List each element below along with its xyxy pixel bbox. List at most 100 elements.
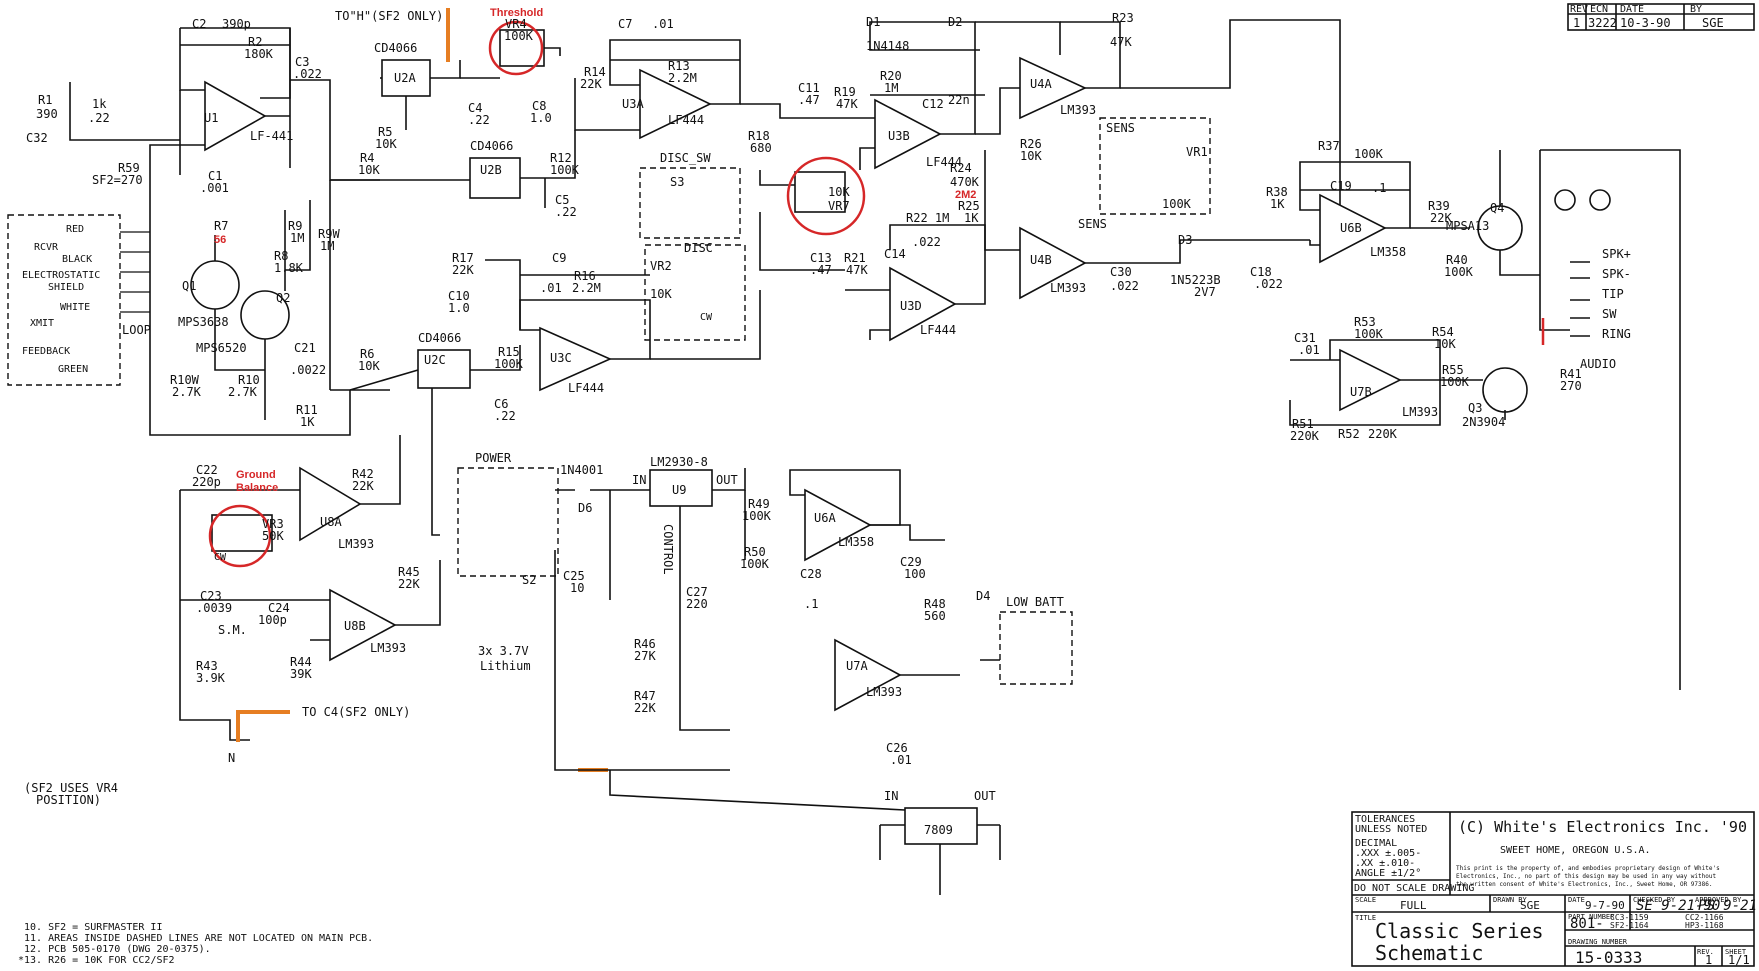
r53-value: 100K	[1354, 327, 1384, 341]
audio-spk-plus: SPK+	[1602, 247, 1631, 261]
c11-value: .47	[798, 93, 820, 107]
vr4-label: VR4	[505, 17, 527, 31]
regulator-in: IN	[884, 789, 898, 803]
checked-label: CHECKED BY	[1633, 896, 1676, 904]
c22-label: C22	[196, 463, 218, 477]
c14-value: .022	[912, 235, 941, 249]
r1k-value: 1k	[92, 97, 107, 111]
c26-value: .01	[890, 753, 912, 767]
r46-label: R46	[634, 637, 656, 651]
tol-line-3: DECIMAL	[1355, 838, 1397, 849]
part-code-4: HP3-1168	[1685, 921, 1724, 930]
r41-value: 270	[1560, 379, 1582, 393]
audio-label: AUDIO	[1580, 357, 1616, 371]
r49-value: 100K	[742, 509, 772, 523]
r9-label: R9	[288, 219, 302, 233]
r55-value: 100K	[1440, 375, 1470, 389]
r25-label: R25	[958, 199, 980, 213]
c31-label: C31	[1294, 331, 1316, 345]
q4-type: MPSA13	[1446, 219, 1489, 233]
u2b-label: U2B	[480, 163, 502, 177]
r19-value: 47K	[836, 97, 858, 111]
rev-header-ecn: ECN	[1590, 4, 1608, 15]
q1-type: MPS3638	[178, 315, 229, 329]
vr3-value: 50K	[262, 529, 284, 543]
r49-label: R49	[748, 497, 770, 511]
r52-label: R52	[1338, 427, 1360, 441]
r43-label: R43	[196, 659, 218, 673]
r24-label: R24	[950, 161, 972, 175]
c29-label: C29	[900, 555, 922, 569]
company-location: SWEET HOME, OREGON U.S.A.	[1500, 845, 1651, 856]
r59-label: R59	[118, 161, 140, 175]
c13-label: C13	[810, 251, 832, 265]
r10w-label: R10W	[170, 373, 200, 387]
disc-label: DISC	[684, 241, 713, 255]
note-10: 10. SF2 = SURFMASTER II	[24, 922, 162, 933]
u7a-label: U7A	[846, 659, 868, 673]
r25-value: 1K	[964, 211, 979, 225]
u3c-label: U3C	[550, 351, 572, 365]
battery-spec: 3x 3.7V	[478, 644, 529, 658]
ground-annotation: Ground	[236, 469, 276, 481]
r50-label: R50	[744, 545, 766, 559]
approved-value: PS 9-21-90	[1698, 898, 1759, 914]
power-label: POWER	[475, 451, 512, 465]
r6-value: 10K	[358, 359, 380, 373]
c18-label: C18	[1250, 265, 1272, 279]
note-11: 11. AREAS INSIDE DASHED LINES ARE NOT LO…	[24, 933, 373, 944]
c12-label: C12	[922, 97, 944, 111]
q1-label: Q1	[182, 279, 196, 293]
cd4066-c-label: CD4066	[418, 331, 461, 345]
r37-value: 100K	[1354, 147, 1384, 161]
u8b-type: LM393	[370, 641, 406, 655]
annotation-circles	[208, 20, 1545, 568]
r7-label: R7	[214, 219, 228, 233]
c10-value: 1.0	[448, 301, 470, 315]
r38-value: 1K	[1270, 197, 1285, 211]
r23-label: R23	[1112, 11, 1134, 25]
c25-value: 10	[570, 581, 584, 595]
low-batt-label: LOW BATT	[1006, 595, 1064, 609]
d6-label: D6	[578, 501, 592, 515]
c7-value: .01	[652, 17, 674, 31]
r39-label: R39	[1428, 199, 1450, 213]
c27-value: 220	[686, 597, 708, 611]
r44-value: 39K	[290, 667, 312, 681]
loop-white-label: WHITE	[60, 302, 90, 313]
r45-label: R45	[398, 565, 420, 579]
loop-black-label: BLACK	[62, 254, 92, 265]
r11-value: 1K	[300, 415, 315, 429]
audio-ring: RING	[1602, 327, 1631, 341]
wiring	[7, 8, 1681, 895]
r55-label: R55	[1442, 363, 1464, 377]
tol-line-2: UNLESS NOTED	[1355, 824, 1427, 835]
c7-label: C7	[618, 17, 632, 31]
r6-label: R6	[360, 347, 374, 361]
u3a-type: LF444	[668, 113, 704, 127]
r10-value: 2.7K	[228, 385, 258, 399]
lm2930-label: LM2930-8	[650, 455, 708, 469]
r5-value: 10K	[375, 137, 397, 151]
rev-value-date: 10-3-90	[1620, 16, 1671, 30]
r4-label: R4	[360, 151, 374, 165]
r24-value-annotation: 2M2	[955, 189, 976, 201]
audio-sw: SW	[1602, 307, 1617, 321]
c21-value: .0022	[290, 363, 326, 377]
r18-label: R18	[748, 129, 770, 143]
c24-value: 100p	[258, 613, 287, 627]
r14-label: R14	[584, 65, 606, 79]
q4-label: Q4	[1490, 201, 1504, 215]
r13-value: 2.2M	[668, 71, 697, 85]
u1-type: LF-441	[250, 129, 293, 143]
c13-value: .47	[810, 263, 832, 277]
vr7-label: VR7	[828, 199, 850, 213]
c2-label: C2	[192, 17, 206, 31]
c31-value: .01	[1298, 343, 1320, 357]
c1-value: .001	[200, 181, 229, 195]
r16-value: 2.2M	[572, 281, 601, 295]
legal-line-2: Electronics, Inc., no part of this desig…	[1456, 873, 1716, 880]
audio-spk-minus: SPK-	[1602, 267, 1631, 281]
r16-label: R16	[574, 269, 596, 283]
c27-label: C27	[686, 585, 708, 599]
